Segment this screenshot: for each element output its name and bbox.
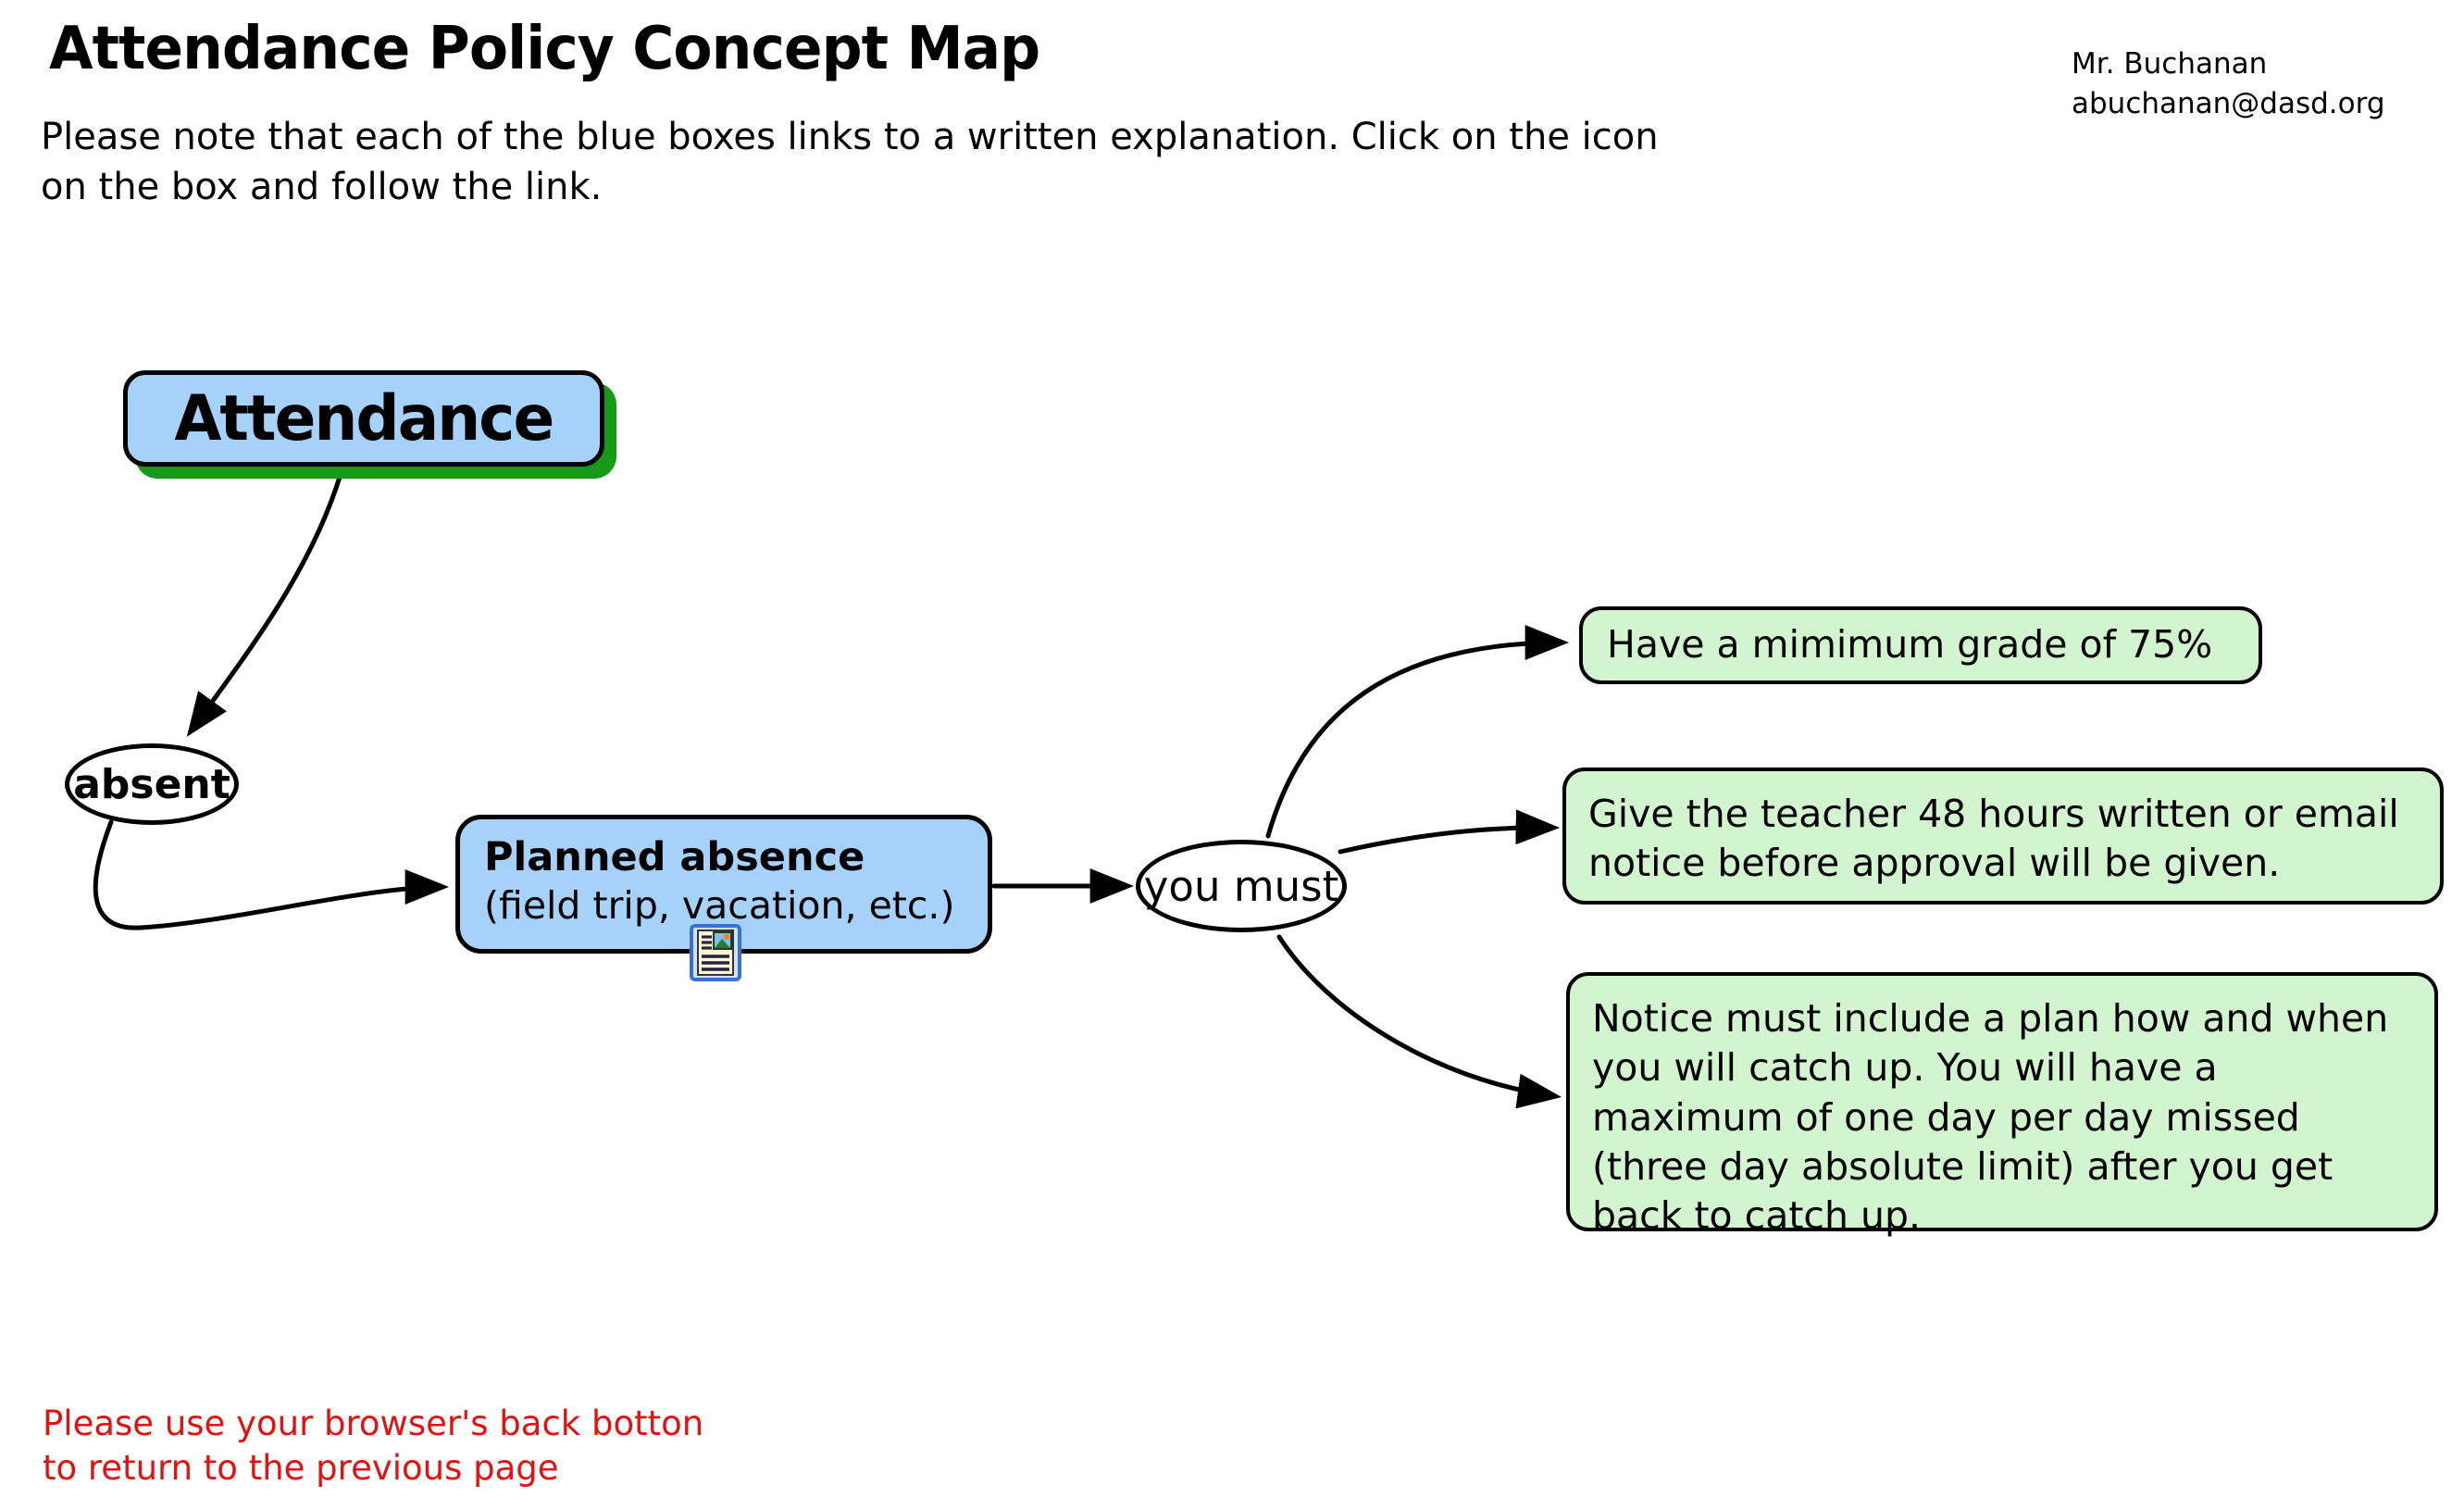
absent-node: absent — [65, 743, 239, 825]
you-must-label: you must — [1143, 861, 1339, 911]
requirement-box-catch-up-plan: Notice must include a plan how and when … — [1566, 972, 2438, 1238]
you-must-node: you must — [1136, 840, 1347, 932]
arrow-attendance-to-absent — [186, 471, 343, 737]
requirement-box-min-grade: Have a mimimum grade of 75% — [1579, 606, 2262, 684]
attendance-node: Attendance — [123, 370, 604, 467]
back-button-note: Please use your browser's back botton to… — [43, 1404, 704, 1489]
author-name: Mr. Buchanan — [2072, 47, 2268, 81]
requirement-text: Have a mimimum grade of 75% — [1607, 622, 2213, 668]
attendance-label: Attendance — [174, 381, 555, 455]
author-block: Mr. Buchanan abuchanan@dasd.org — [2072, 44, 2385, 124]
author-email: abuchanan@dasd.org — [2072, 86, 2385, 120]
requirement-box-notice: Give the teacher 48 hours written or ema… — [1562, 767, 2444, 905]
arrow-youmust-to-req3 — [1276, 934, 1562, 1109]
document-link-icon[interactable] — [690, 924, 741, 981]
arrow-youmust-to-req2 — [1338, 809, 1561, 855]
page-title: Attendance Policy Concept Map — [49, 15, 1040, 83]
page-subtitle: Please note that each of the blue boxes … — [41, 116, 1659, 208]
planned-absence-subtitle: (field trip, vacation, etc.) — [484, 882, 955, 928]
planned-absence-title: Planned absence — [484, 834, 865, 880]
arrow-absent-to-planned — [93, 819, 450, 930]
absent-label: absent — [73, 760, 230, 808]
arrow-youmust-to-req1 — [1265, 625, 1570, 839]
planned-absence-node: Planned absence (field trip, vacation, e… — [455, 815, 992, 954]
